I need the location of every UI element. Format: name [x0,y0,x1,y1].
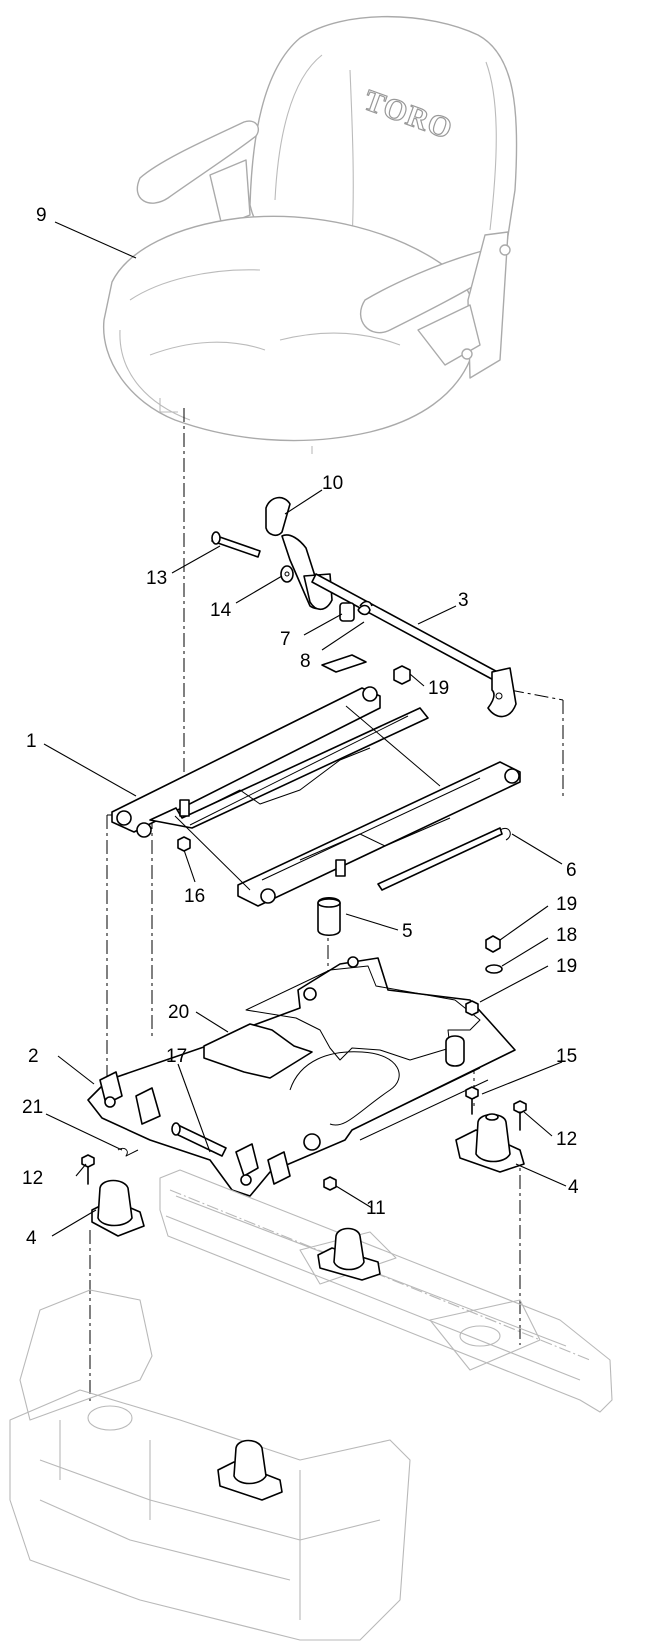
callout-14: 14 [210,600,232,621]
callout-labels: 9 10 13 14 7 8 3 19 1 16 6 5 19 18 19 20… [22,205,579,1249]
callout-20: 20 [168,1002,189,1023]
callout-17: 17 [166,1046,187,1067]
callout-leaders [43,221,567,1237]
callout-3: 3 [458,590,469,611]
callout-19-right-bottom: 19 [556,956,577,977]
callout-10: 10 [322,473,343,494]
callout-12-left: 12 [22,1168,43,1189]
callout-1: 1 [26,731,37,752]
callout-18: 18 [556,925,577,946]
seat-mount-plate [87,896,516,1197]
callout-2: 2 [28,1046,39,1067]
callout-9: 9 [36,205,47,226]
seat-assembly: TORO [102,15,518,454]
callout-15: 15 [556,1046,577,1067]
seat-slide-frame [111,686,521,907]
callout-7: 7 [280,629,291,650]
isolator-mounts [81,1100,527,1237]
callout-11: 11 [366,1198,386,1219]
adjustment-lever-assembly [211,496,517,718]
callout-4-left: 4 [26,1228,37,1249]
callout-12-right: 12 [556,1129,577,1150]
callout-19-right-top: 19 [556,894,577,915]
mower-chassis-phantom [9,1169,613,1641]
callout-4-right: 4 [568,1177,579,1198]
callout-8: 8 [300,651,311,672]
callout-6: 6 [566,860,577,881]
callout-5: 5 [402,921,413,942]
callout-13: 13 [146,568,167,589]
callout-21: 21 [22,1097,43,1118]
callout-19-upper: 19 [428,678,449,699]
callout-16: 16 [184,886,205,907]
